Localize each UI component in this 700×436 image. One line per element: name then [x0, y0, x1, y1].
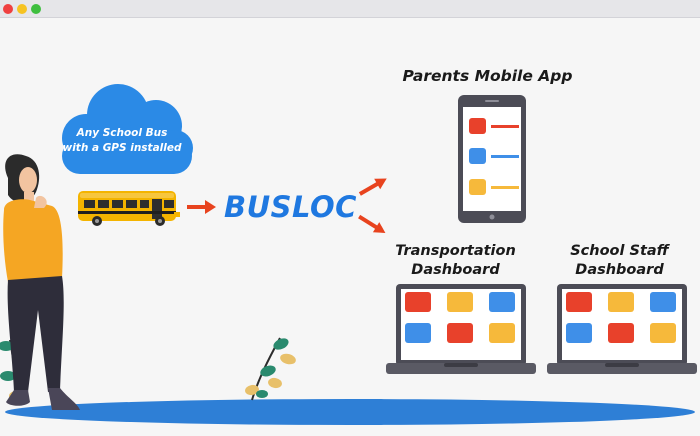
- close-button[interactable]: [3, 4, 13, 14]
- plant-icon: [245, 337, 296, 401]
- school-staff-dashboard-label: School Staff Dashboard: [552, 242, 687, 280]
- arrow-to-dashboards: [358, 214, 386, 234]
- ground-shadow: [5, 399, 695, 425]
- transportation-label-line2: Dashboard: [411, 262, 500, 278]
- minimize-button[interactable]: [17, 4, 27, 14]
- school-bus-icon: [78, 191, 180, 226]
- school-staff-label-line2: Dashboard: [575, 262, 664, 278]
- transportation-dashboard-label: Transportation Dashboard: [388, 242, 523, 280]
- laptop-icon: [547, 284, 697, 374]
- cloud-label: Any School Bus with a GPS installed: [52, 126, 192, 156]
- person-illustration: [3, 154, 80, 410]
- school-staff-label-line1: School Staff: [570, 243, 669, 259]
- maximize-button[interactable]: [31, 4, 41, 14]
- busloc-label: BUSLOC: [224, 190, 357, 224]
- cloud-label-line1: Any School Bus: [76, 127, 168, 139]
- title-bar: [0, 0, 700, 18]
- arrow-to-mobile-app: [358, 178, 387, 196]
- cloud-label-line2: with a GPS installed: [62, 142, 182, 154]
- parents-app-label: Parents Mobile App: [402, 67, 573, 85]
- mobile-phone-icon: [458, 95, 526, 223]
- cloud-icon: [62, 84, 193, 174]
- transportation-label-line1: Transportation: [395, 243, 516, 259]
- laptop-icon: [386, 284, 536, 374]
- arrow-bus-to-busloc: [187, 200, 216, 214]
